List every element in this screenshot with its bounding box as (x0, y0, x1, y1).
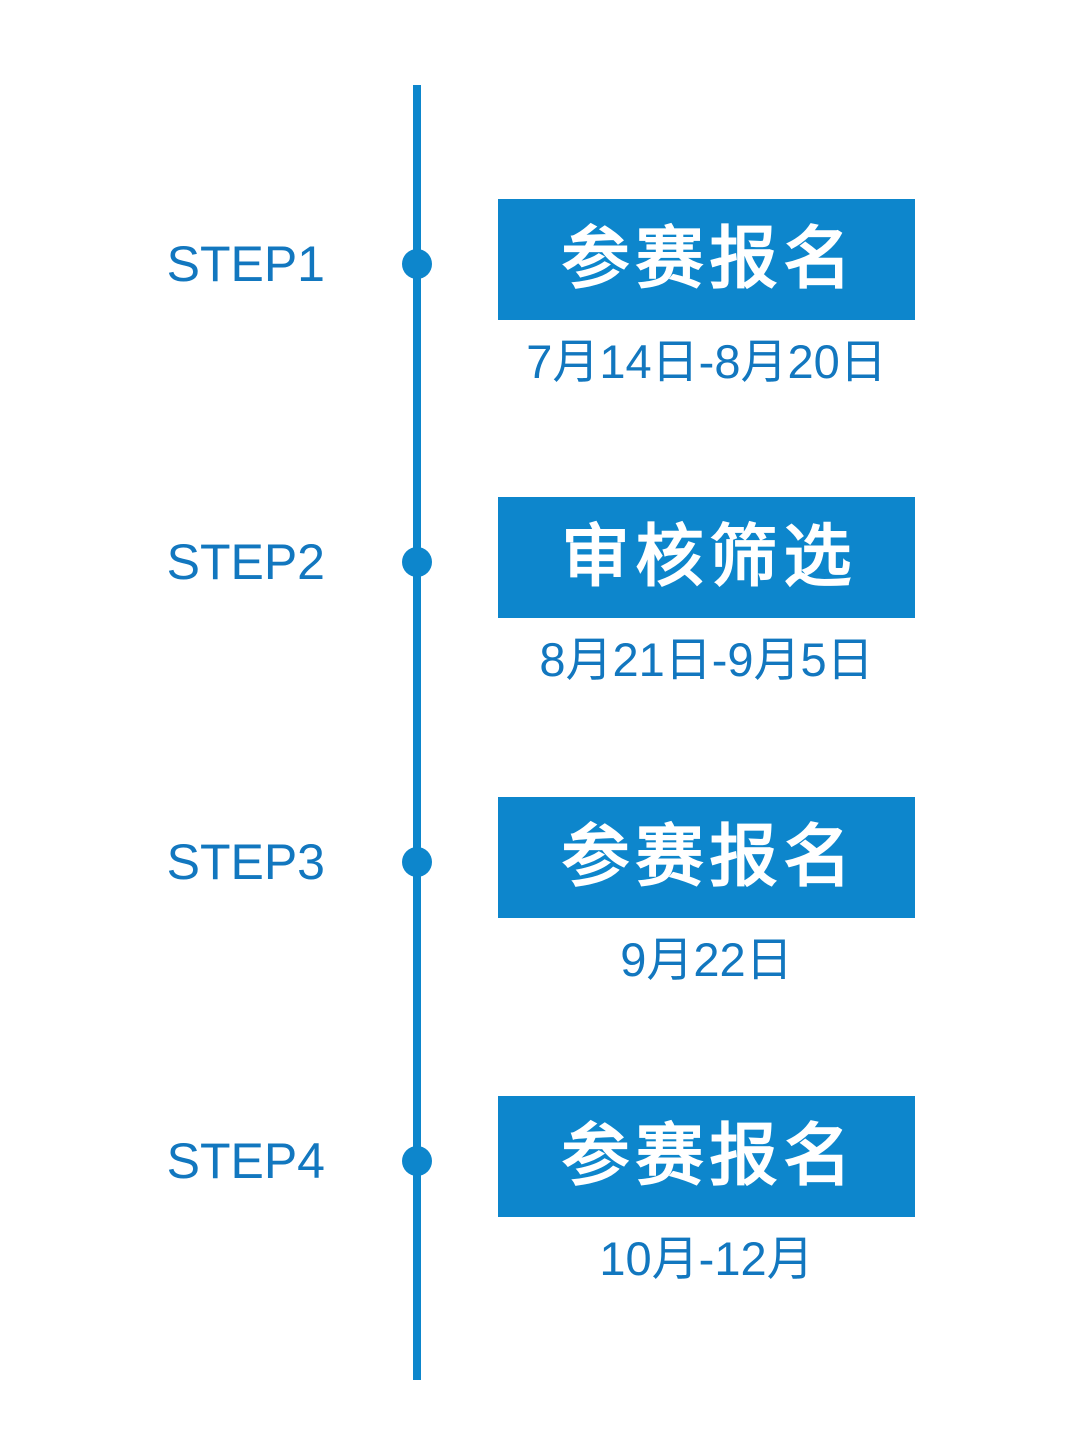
step-date-3: 9月22日 (620, 933, 793, 986)
step-title-box-3[interactable]: 参赛报名 (498, 797, 915, 918)
step-date-2: 8月21日-9月5日 (539, 633, 874, 686)
step-label-4: STEP4 (166, 1133, 325, 1189)
step-title-1: 参赛报名 (561, 219, 858, 299)
step-title-2: 审核筛选 (561, 517, 858, 597)
step-title-box-4[interactable]: 参赛报名 (498, 1096, 915, 1217)
timeline-node-dot-4 (402, 1146, 432, 1176)
step-date-4: 10月-12月 (599, 1232, 814, 1285)
step-content-1: 参赛报名 7月14日-8月20日 (498, 199, 915, 390)
step-title-box-2[interactable]: 审核筛选 (498, 497, 915, 618)
timeline-node-dot-1 (402, 249, 432, 279)
timeline-node-dot-3 (402, 847, 432, 877)
step-title-3: 参赛报名 (561, 817, 858, 897)
step-label-2: STEP2 (166, 534, 325, 590)
step-title-4: 参赛报名 (561, 1116, 858, 1196)
step-content-4: 参赛报名 10月-12月 (498, 1096, 915, 1287)
step-title-box-1[interactable]: 参赛报名 (498, 199, 915, 320)
step-content-3: 参赛报名 9月22日 (498, 797, 915, 988)
step-date-1: 7月14日-8月20日 (526, 335, 887, 388)
step-label-3: STEP3 (166, 834, 325, 890)
timeline-axis-line (413, 85, 421, 1380)
step-content-2: 审核筛选 8月21日-9月5日 (498, 497, 915, 688)
step-label-1: STEP1 (166, 236, 325, 292)
timeline-node-dot-2 (402, 547, 432, 577)
